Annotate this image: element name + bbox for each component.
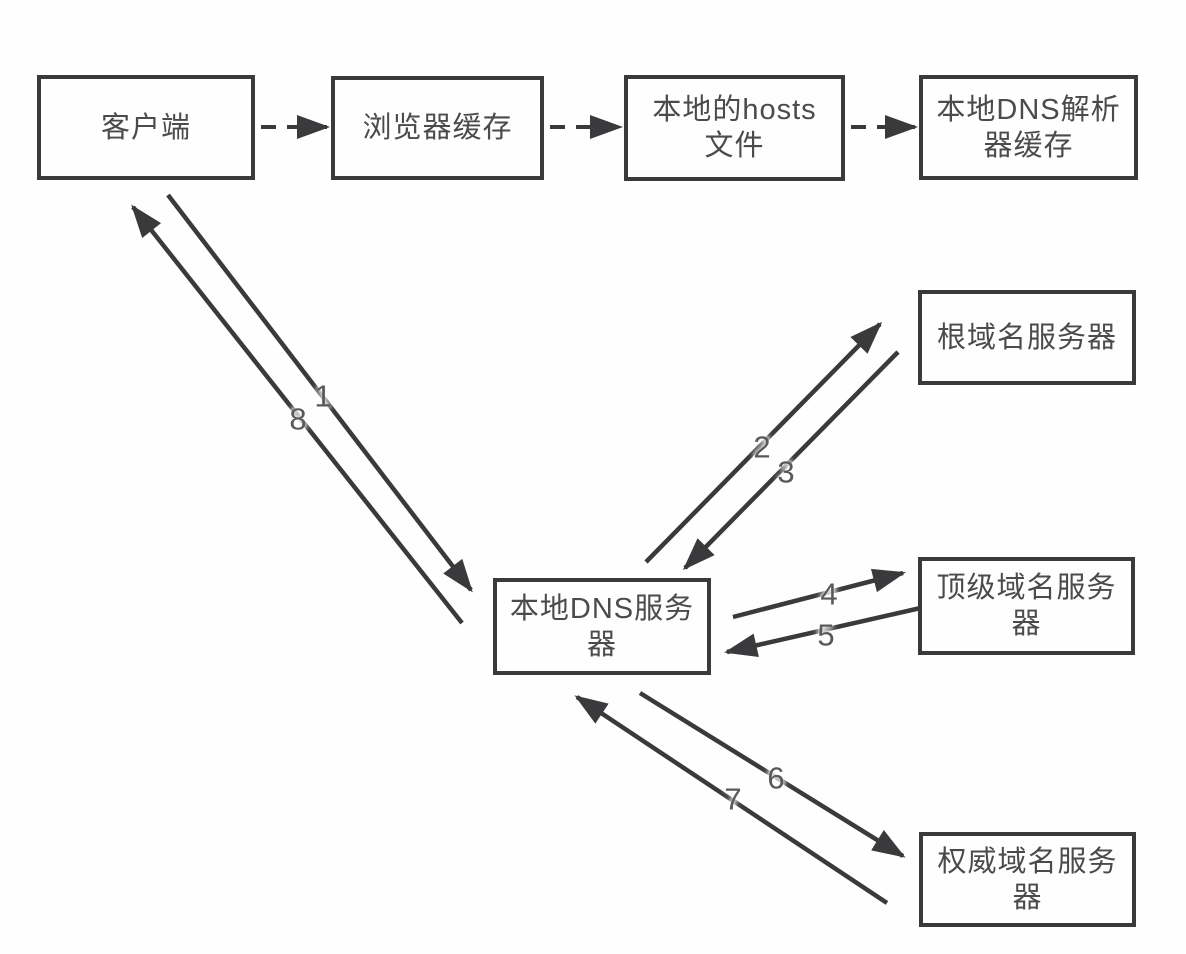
step-label-2: 2: [753, 429, 771, 465]
arrow-step5-tld-to-localdns: [724, 604, 926, 658]
arrow-step7-auth-to-localdns: [574, 695, 889, 905]
node-tld-server-label2: 器: [1011, 608, 1042, 640]
node-local-dns-server-label2: 器: [586, 628, 617, 661]
node-root-server-label: 根域名服务器: [936, 321, 1117, 354]
node-hosts-file: 本地的hosts 文件: [624, 75, 845, 181]
node-client-label: 客户端: [100, 111, 191, 144]
node-auth-server-label2: 器: [1012, 881, 1043, 914]
arrow-step8-localdns-to-client: [131, 204, 464, 625]
node-local-dns-server: 本地DNS服务 器: [493, 578, 711, 675]
arrow-step3-root-to-localdns: [682, 350, 900, 571]
step-label-8: 8: [289, 401, 307, 437]
node-resolver-cache: 本地DNS解析 器缓存: [919, 75, 1138, 180]
node-auth-server-label: 权威域名服务: [937, 845, 1118, 878]
node-hosts-file-label2: 文件: [704, 130, 765, 162]
arrow-step2-localdns-to-root: [644, 321, 883, 564]
step-label-5: 5: [817, 617, 835, 653]
step-label-4: 4: [820, 576, 838, 612]
node-tld-server: 顶级域名服务 器: [918, 557, 1135, 655]
step-label-6: 6: [767, 760, 785, 796]
node-hosts-file-label: 本地的hosts: [652, 94, 817, 126]
node-local-dns-server-label: 本地DNS服务: [509, 592, 695, 625]
node-resolver-cache-label: 本地DNS解析: [936, 93, 1121, 126]
node-tld-server-label: 顶级域名服务: [936, 572, 1117, 604]
step-label-3: 3: [777, 454, 795, 490]
step-label-7: 7: [724, 781, 742, 817]
arrow-step6-localdns-to-auth: [638, 691, 906, 858]
node-auth-server: 权威域名服务 器: [919, 832, 1136, 927]
arrow-step1-client-to-localdns: [166, 193, 473, 593]
node-client: 客户端: [37, 75, 255, 180]
step-label-1: 1: [314, 378, 332, 414]
arrow-step4-localdns-to-tld: [732, 568, 906, 620]
node-browser-cache: 浏览器缓存: [331, 76, 544, 180]
node-root-server: 根域名服务器: [918, 290, 1136, 385]
node-resolver-cache-label2: 器缓存: [983, 129, 1074, 162]
node-browser-cache-label: 浏览器缓存: [362, 112, 513, 144]
